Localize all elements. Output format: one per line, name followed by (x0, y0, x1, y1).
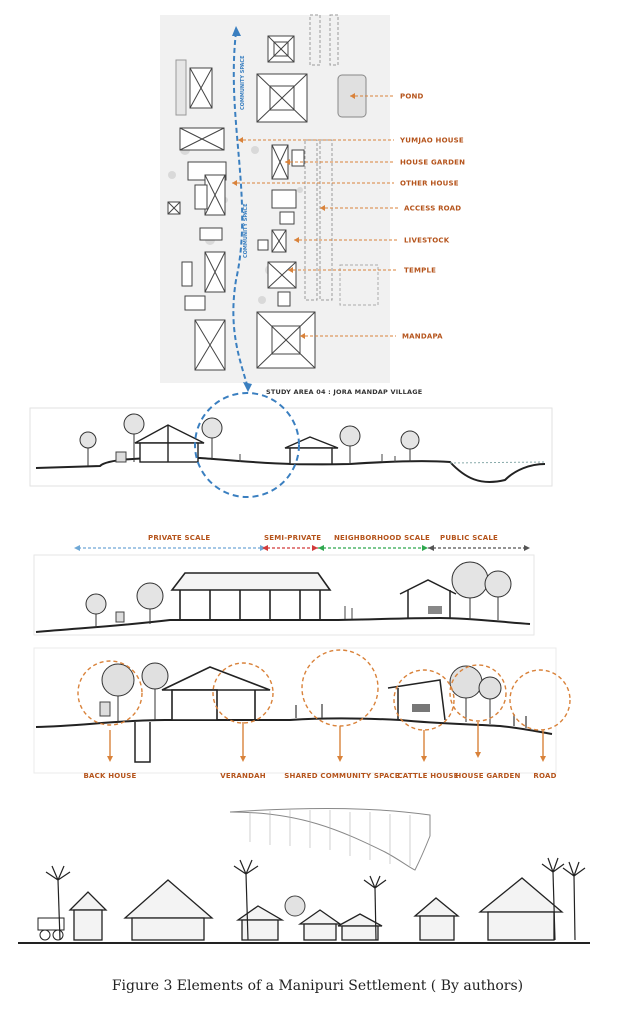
plan-leader-head (320, 205, 325, 211)
plan-leader-head (294, 237, 299, 243)
element-label: CATTLE HOUSE (397, 772, 458, 780)
section-3: BACK HOUSE VERANDAH SHARED COMMUNITY SPACE… (33, 647, 571, 780)
element-arrow-head (540, 756, 546, 762)
plan-leader-head (350, 93, 355, 99)
plan-leader-head (238, 137, 243, 143)
plan-legend-label: YUMJAO HOUSE (399, 137, 464, 145)
plan-leader-head (232, 180, 237, 186)
plan-legend-label: HOUSE GARDEN (400, 159, 465, 167)
plan-legend-label: ACCESS ROAD (404, 205, 461, 213)
community-label-top: COMMUNITY SPACE (240, 55, 246, 110)
community-axis (232, 31, 249, 389)
plan-legend-label: POND (400, 93, 424, 101)
element-arrow-head (337, 756, 343, 762)
element-label: VERANDAH (220, 772, 266, 780)
plan-legend-label: MANDAPA (402, 333, 443, 341)
element-arrow-head (475, 752, 481, 758)
section-1 (29, 392, 553, 498)
community-label-bottom: COMMUNITY SPACE (243, 203, 249, 258)
focus-circle (194, 392, 300, 498)
element-arrows: BACK HOUSE VERANDAH SHARED COMMUNITY SPACE… (83, 722, 556, 780)
plan-legend-label: TEMPLE (404, 267, 436, 275)
section-2 (33, 554, 535, 636)
plan-title: STUDY AREA 04 : JORA MANDAP VILLAGE (266, 388, 422, 396)
scale-neighborhood-label: NEIGHBORHOOD SCALE (334, 534, 430, 542)
plan-leader-head (288, 267, 293, 273)
scale-bar: PRIVATE SCALE SEMI-PRIVATE NEIGHBORHOOD … (74, 534, 530, 551)
element-arrow-head (240, 756, 246, 762)
figure-caption: Figure 3 Elements of a Manipuri Settleme… (111, 978, 524, 994)
element-label: SHARED COMMUNITY SPACE (284, 772, 399, 780)
element-label: BACK HOUSE (83, 772, 136, 780)
plan-legend-label: LIVESTOCK (404, 237, 450, 245)
scale-public-label: PUBLIC SCALE (440, 534, 498, 542)
section-4 (18, 807, 590, 944)
site-plan: COMMUNITY SPACE COMMUNITY SPACE POND YUMJ… (160, 14, 465, 396)
plan-legend-label: OTHER HOUSE (400, 180, 459, 188)
plan-leader-head (285, 159, 290, 165)
scale-private-label: PRIVATE SCALE (148, 534, 210, 542)
plan-leader-head (300, 333, 305, 339)
scale-semi-private-label: SEMI-PRIVATE (264, 534, 321, 542)
element-label: HOUSE GARDEN (455, 772, 520, 780)
element-arrow-head (107, 756, 113, 762)
element-arrow-head (421, 756, 427, 762)
element-label: ROAD (533, 772, 556, 780)
plan-legend: POND YUMJAO HOUSE HOUSE GARDEN OTHER HOUSE A… (232, 93, 465, 341)
